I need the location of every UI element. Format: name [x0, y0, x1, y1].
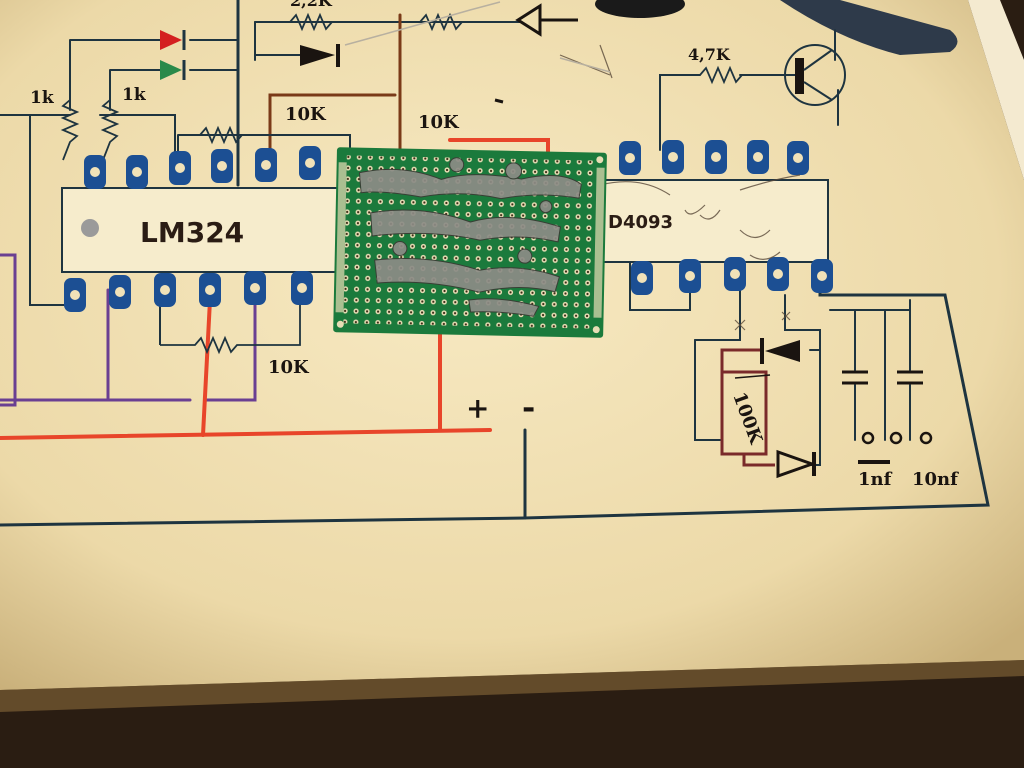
resistor-4k7 [699, 65, 743, 85]
wire-clippings [344, 1, 611, 104]
label-4k7: 4,7K [688, 45, 731, 64]
resistor-10k-bottom [160, 290, 301, 355]
capacitor-10nf [897, 370, 923, 385]
led-red [160, 30, 186, 50]
label-1k-left: 1k [30, 88, 55, 108]
resistor-1k-right [100, 99, 120, 161]
paper-edge-shadow [0, 660, 1024, 712]
paper-sheet [0, 0, 1024, 690]
arrow-symbol [515, 3, 578, 37]
resistor-top [289, 12, 333, 32]
label-plus: + [466, 392, 489, 425]
led-green [160, 60, 186, 80]
label-10nf: 10nf [912, 469, 959, 490]
solder-joints [358, 157, 582, 317]
label-1nf: 1nf [858, 469, 893, 490]
label-2k2: 2,2K [290, 0, 333, 10]
resistor-symbols [60, 12, 743, 355]
resistor-10k-top [199, 125, 280, 145]
label-10k-top: 10K [285, 104, 327, 125]
diode-upper [760, 338, 800, 364]
label-10k-bottom: 10K [268, 357, 310, 378]
label-10k-mid: 10K [418, 112, 460, 133]
perfboard [333, 147, 607, 338]
pliers-handle [780, 0, 958, 55]
chip-lm324-label: LM324 [140, 216, 244, 249]
diode-lower [776, 449, 817, 479]
selector-terminals [858, 431, 933, 464]
label-1k-right: 1k [122, 85, 147, 105]
resistor-1k-left [60, 99, 80, 161]
chip-4093-label: D4093 [608, 212, 673, 233]
capacitor-1nf [842, 370, 868, 385]
diode-top [300, 44, 340, 67]
resistor-top-right [419, 12, 463, 32]
solder-spool [595, 0, 685, 18]
paper-second-sheet [968, 0, 1024, 180]
label-minus: - [522, 388, 535, 426]
chip-4093-body [597, 179, 829, 263]
potentiometer-100k [720, 348, 775, 467]
chip-lm324-notch [81, 219, 99, 237]
transistor-symbol [784, 44, 846, 106]
